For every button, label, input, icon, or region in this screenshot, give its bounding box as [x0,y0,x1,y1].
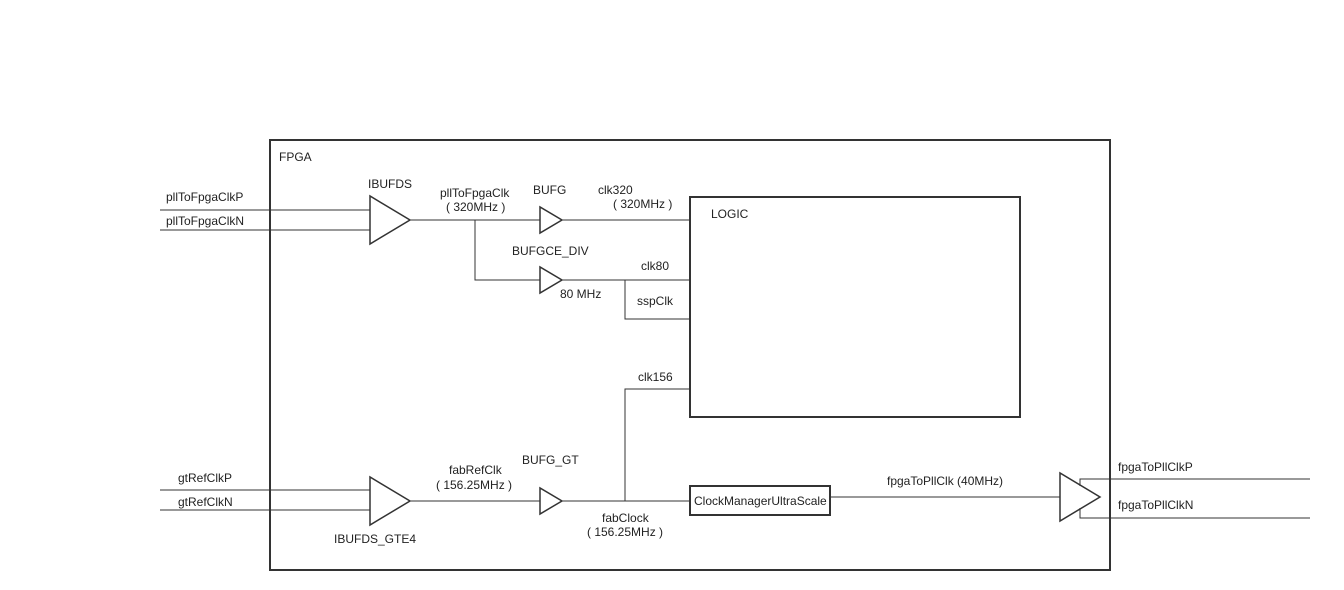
fpga-label: FPGA [279,150,312,164]
label-pll-clk: pllToFpgaClk [440,186,510,200]
label-fab-clock: fabClock [602,511,650,525]
clock-manager-label: ClockManagerUltraScale [694,494,827,508]
ibufds-buffer [369,194,412,246]
bufg-gt-buffer [539,486,564,516]
label-clk156: clk156 [638,370,673,384]
label-fpga-n: fpgaToPllClkN [1118,498,1193,512]
ibufds-gte4-buffer [369,475,412,527]
label-pll-clk-freq: ( 320MHz ) [446,200,505,214]
label-fab-clock-freq: ( 156.25MHz ) [587,525,663,539]
label-fab-ref-clk: fabRefClk [449,463,503,477]
label-bufg: BUFG [533,183,566,197]
wire-fpga-n [1079,508,1310,519]
label-gt-p: gtRefClkP [178,471,232,485]
wire-fpga-p [1079,478,1310,486]
label-clk320-freq: ( 320MHz ) [613,197,672,211]
label-pll-p: pllToFpgaClkP [166,190,243,204]
wire-clk156 [624,388,690,501]
label-ibufds-gte4: IBUFDS_GTE4 [334,532,416,546]
logic-box [689,196,1021,418]
bufg-buffer [539,205,564,235]
label-clk320: clk320 [598,183,633,197]
wire-ssp-clk [624,280,690,320]
label-bufgce-div: BUFGCE_DIV [512,244,589,258]
label-clk80: clk80 [641,259,669,273]
label-fpga-to-pll-clk: fpgaToPllClk (40MHz) [887,474,1003,488]
label-ssp-clk: sspClk [637,294,674,308]
label-gt-n: gtRefClkN [178,495,233,509]
label-pll-n: pllToFpgaClkN [166,214,244,228]
label-fab-ref-clk-freq: ( 156.25MHz ) [436,478,512,492]
logic-label: LOGIC [711,207,749,221]
label-ibufds: IBUFDS [368,177,412,191]
label-clk80-freq: 80 MHz [560,287,601,301]
label-fpga-p: fpgaToPllClkP [1118,460,1193,474]
fpga-box [269,139,1111,571]
wire-pll-clk-branch [474,220,540,281]
label-bufg-gt: BUFG_GT [522,453,579,467]
bufgce-div-buffer [539,265,564,295]
